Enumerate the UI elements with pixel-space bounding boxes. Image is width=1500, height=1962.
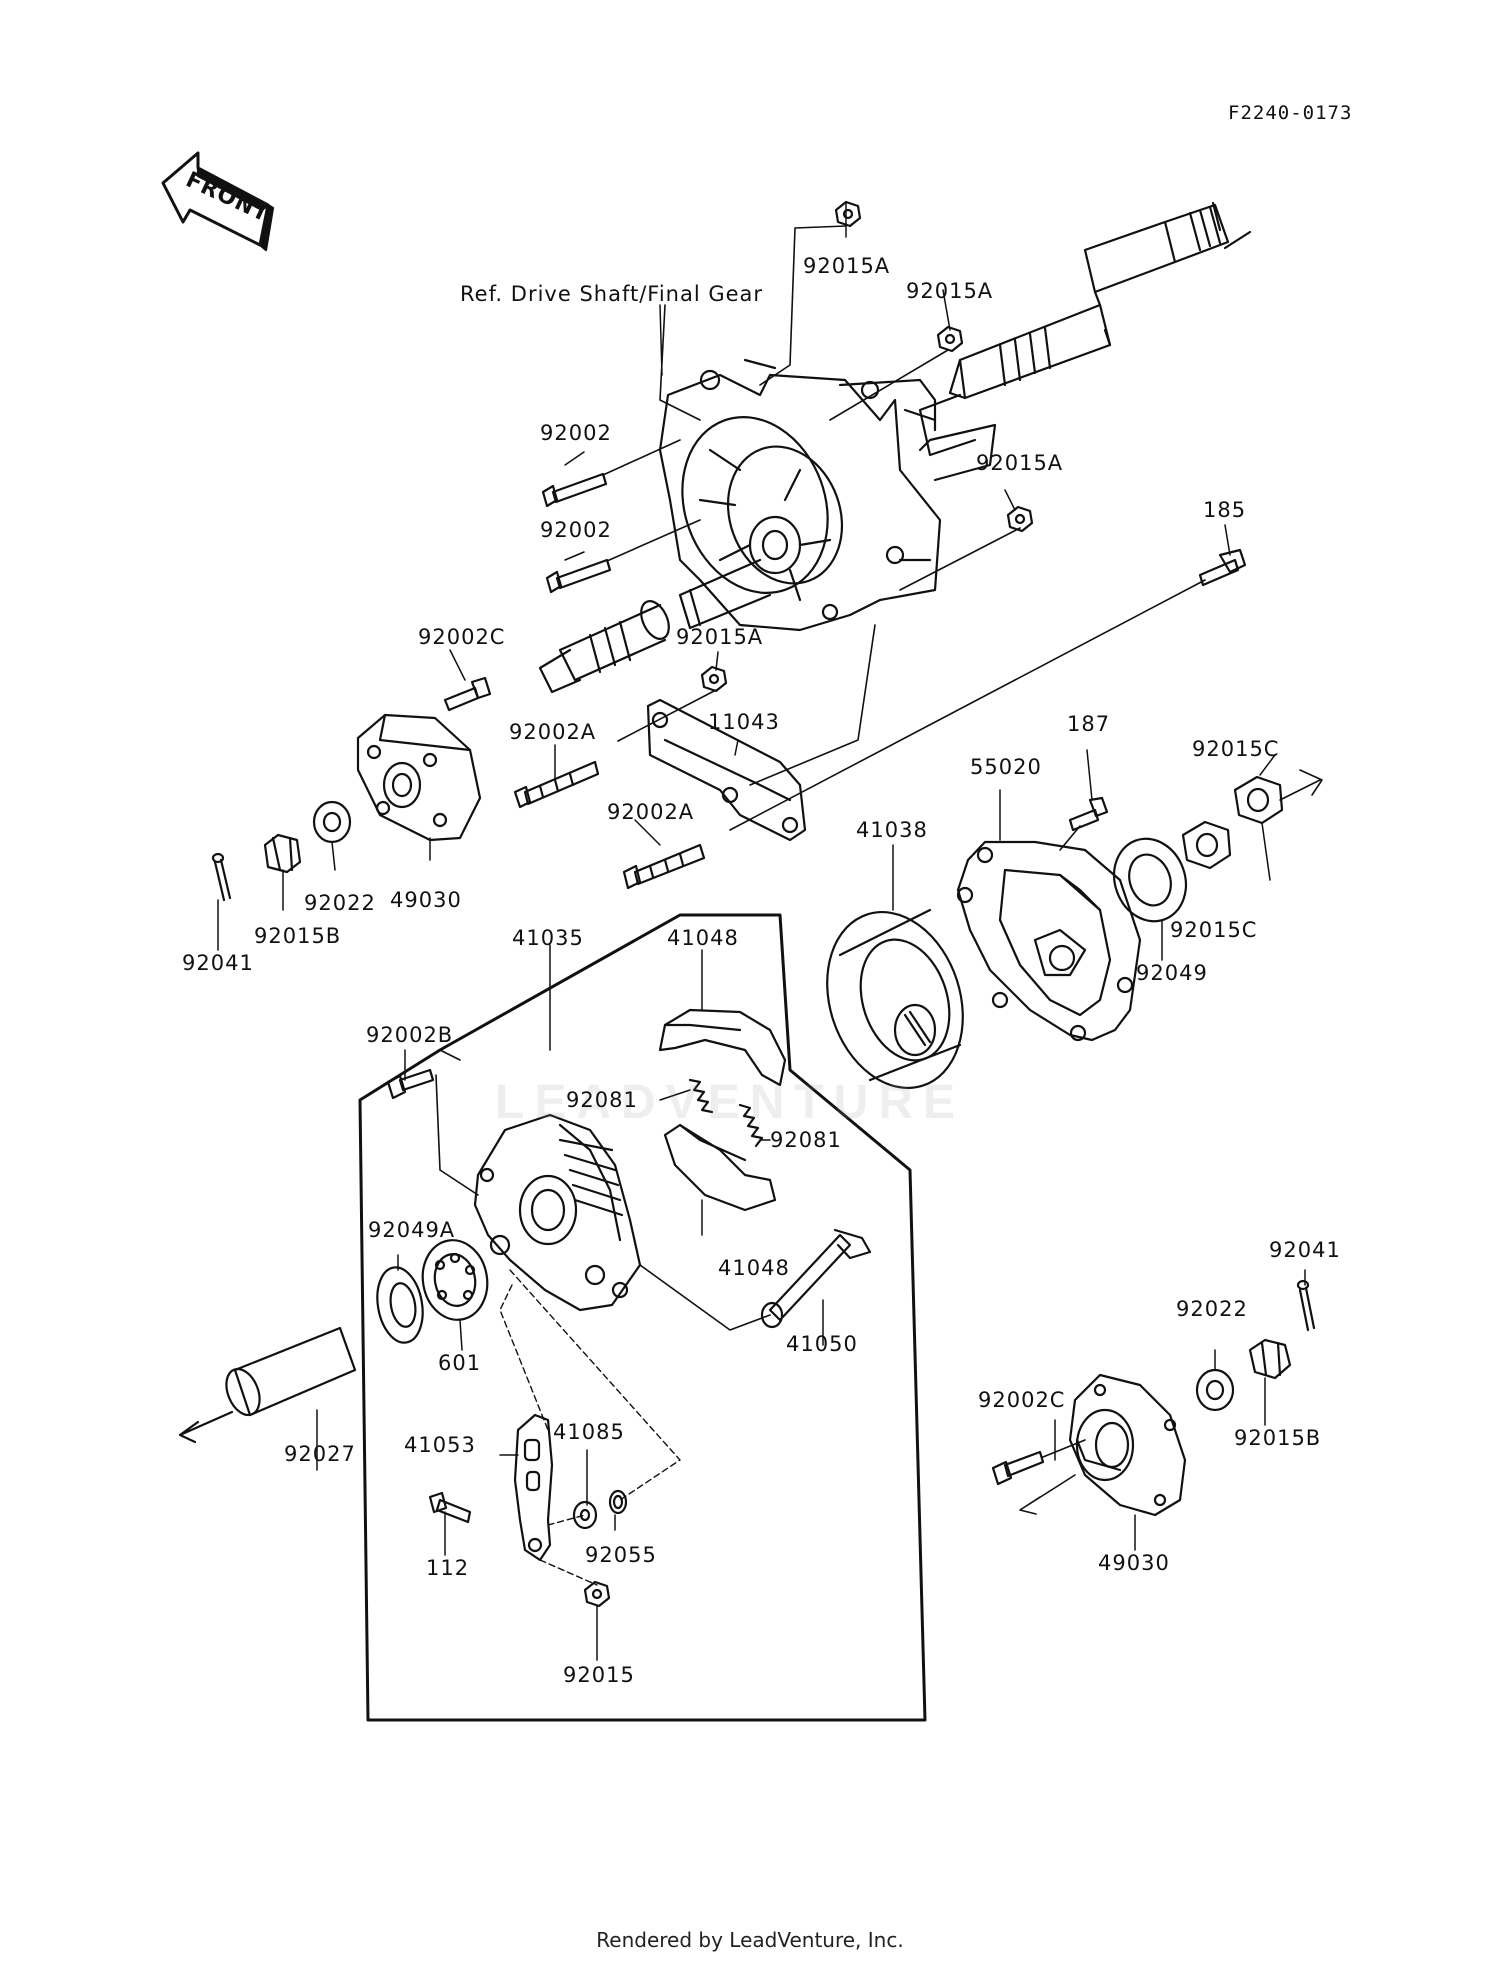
washer-41085 — [572, 1500, 598, 1530]
callout-92049[interactable]: 92049 — [1136, 961, 1208, 985]
callout-49030-2[interactable]: 49030 — [1098, 1551, 1170, 1575]
castle-nut-92015B-left — [263, 833, 302, 874]
bolt-112 — [428, 1491, 472, 1524]
seal-92049A — [376, 1266, 424, 1344]
callout-92015A-4[interactable]: 92015A — [676, 625, 764, 649]
nut-92015-small — [583, 1580, 611, 1608]
callout-55020[interactable]: 55020 — [970, 755, 1042, 779]
callout-92027[interactable]: 92027 — [284, 1442, 356, 1466]
seal-92049 — [1113, 837, 1187, 923]
bolt-92002-a — [541, 472, 608, 508]
callout-92015C-2[interactable]: 92015C — [1170, 918, 1258, 942]
callout-92002C-1[interactable]: 92002C — [418, 625, 506, 649]
brake-lever-41053 — [513, 1413, 554, 1562]
callout-92015A-2[interactable]: 92015A — [906, 279, 994, 303]
callout-187[interactable]: 187 — [1067, 712, 1111, 736]
bolt-92002-b — [545, 558, 612, 594]
spring-92081-right — [738, 1103, 764, 1148]
bolt-92002C-top — [443, 676, 492, 712]
reference-note: Ref. Drive Shaft/Final Gear — [460, 282, 764, 306]
figure-code: F2240-0173 — [1228, 102, 1353, 124]
callout-92081-2[interactable]: 92081 — [770, 1128, 842, 1152]
left-axle-stub — [538, 558, 772, 694]
bolt-185 — [1198, 548, 1247, 587]
hub-49030-right — [1068, 1373, 1187, 1517]
washer-92022-right — [1195, 1368, 1235, 1412]
clip-92055 — [608, 1489, 628, 1515]
drum-cover-55020 — [956, 840, 1142, 1042]
bolt-92002C-right — [991, 1450, 1045, 1486]
callout-92015B-1[interactable]: 92015B — [254, 924, 342, 948]
callout-92015A-3[interactable]: 92015A — [976, 451, 1064, 475]
callout-92049A[interactable]: 92049A — [368, 1218, 456, 1242]
bearing-601 — [421, 1239, 489, 1321]
cotter-pin-92041-right — [1296, 1279, 1316, 1332]
callout-41085[interactable]: 41085 — [553, 1420, 625, 1444]
washer-92022-left — [312, 800, 352, 844]
nut-92015A-low — [700, 665, 728, 693]
callout-92015A-1[interactable]: 92015A — [803, 254, 891, 278]
callout-92015[interactable]: 92015 — [563, 1663, 635, 1687]
callout-185[interactable]: 185 — [1203, 498, 1247, 522]
callout-41035[interactable]: 41035 — [512, 926, 584, 950]
nut-92015A-right — [1006, 505, 1034, 533]
axle-sleeve-92027 — [178, 1326, 357, 1444]
bracket-11043 — [646, 698, 807, 842]
footer-credit: Rendered by LeadVenture, Inc. — [596, 1928, 904, 1952]
callout-41048-2[interactable]: 41048 — [718, 1256, 790, 1280]
castle-nut-92015B-right — [1248, 1338, 1292, 1380]
drive-shaft — [918, 201, 1252, 457]
watermark: LEADVENTURE — [495, 1076, 966, 1129]
brake-drum-41038 — [826, 908, 964, 1090]
nut-92015A-top — [834, 200, 862, 228]
nut-92015A-mid — [936, 325, 964, 353]
spring-92081-left — [688, 1078, 714, 1114]
cotter-pin-92041-left — [211, 852, 232, 902]
bolt-92002A-bot — [622, 843, 706, 890]
brake-camshaft-41050 — [760, 1228, 872, 1329]
nut-92015C-a — [1181, 820, 1232, 870]
callout-41050[interactable]: 41050 — [786, 1332, 858, 1356]
callout-92015C-1[interactable]: 92015C — [1192, 737, 1280, 761]
hub-49030-left — [356, 713, 482, 842]
callout-92055[interactable]: 92055 — [585, 1543, 657, 1567]
brake-assembly-outline — [358, 913, 927, 1722]
callout-92041-1[interactable]: 92041 — [182, 951, 254, 975]
brake-shoe-41048-bot — [663, 1123, 777, 1212]
callout-41053[interactable]: 41053 — [404, 1433, 476, 1457]
callout-41048-1[interactable]: 41048 — [667, 926, 739, 950]
front-arrow-icon — [161, 151, 275, 252]
final-gear-case — [658, 358, 997, 632]
brake-panel — [473, 1113, 642, 1312]
callout-92022-2[interactable]: 92022 — [1176, 1297, 1248, 1321]
callout-41038[interactable]: 41038 — [856, 818, 928, 842]
callout-11043[interactable]: 11043 — [708, 710, 780, 734]
brake-shoe-41048-top — [658, 1008, 787, 1087]
callout-92002A-2[interactable]: 92002A — [607, 800, 695, 824]
bolt-92002A-top — [513, 760, 600, 809]
callout-92002-1[interactable]: 92002 — [540, 421, 612, 445]
callout-92015B-2[interactable]: 92015B — [1234, 1426, 1322, 1450]
callout-92081-1[interactable]: 92081 — [566, 1088, 638, 1112]
nut-92015C-b — [1233, 775, 1284, 825]
callout-92022-1[interactable]: 92022 — [304, 891, 376, 915]
bolt-92002B — [386, 1068, 435, 1100]
callout-92002A-1[interactable]: 92002A — [509, 720, 597, 744]
callout-112[interactable]: 112 — [426, 1556, 470, 1580]
callout-92041-2[interactable]: 92041 — [1269, 1238, 1341, 1262]
callout-49030-1[interactable]: 49030 — [390, 888, 462, 912]
callout-92002C-2[interactable]: 92002C — [978, 1388, 1066, 1412]
callout-92002B[interactable]: 92002B — [366, 1023, 454, 1047]
callout-601[interactable]: 601 — [438, 1351, 482, 1375]
callout-92002-2[interactable]: 92002 — [540, 518, 612, 542]
bolt-187 — [1068, 796, 1109, 832]
